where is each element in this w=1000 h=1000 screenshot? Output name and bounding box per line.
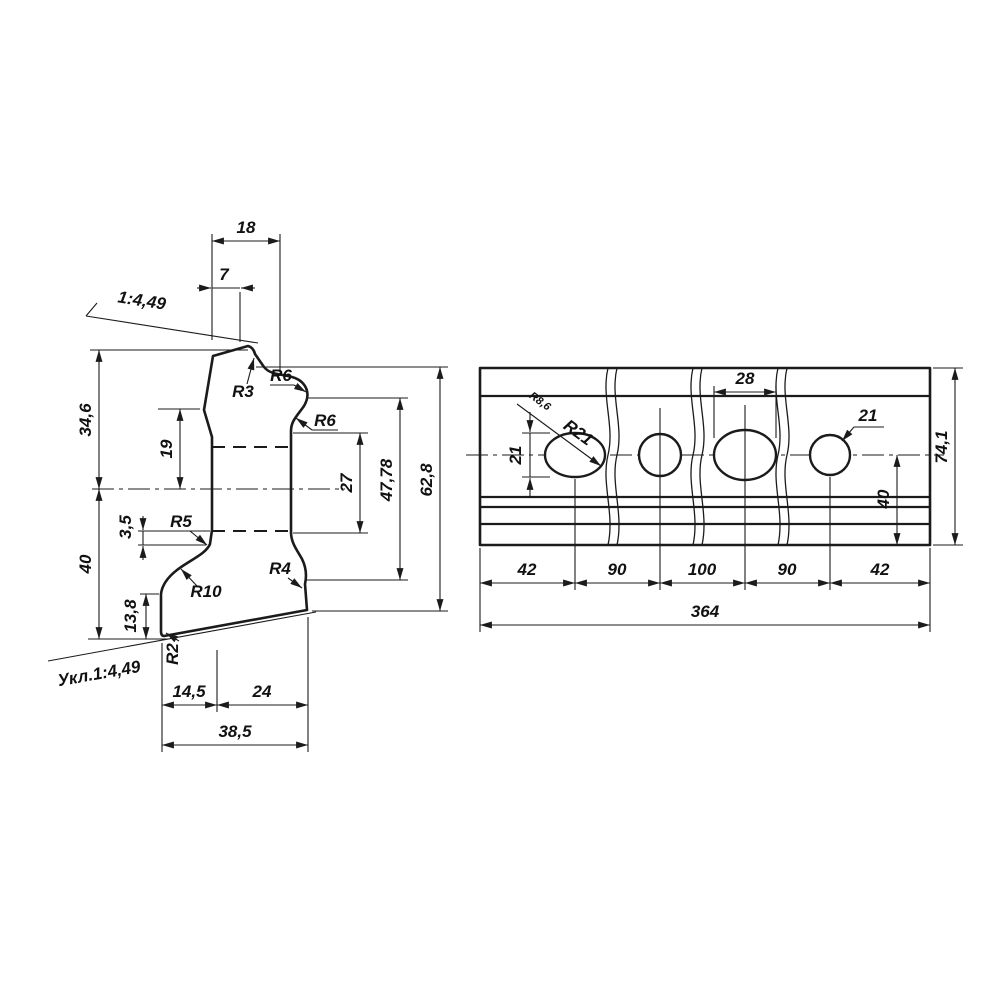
bottom-slope-line [47,611,317,662]
profile-shape [159,344,309,638]
dim-90-left-label: 90 [608,560,627,579]
radius-r5-label: R5 [170,512,192,531]
dim-13-8-label: 13,8 [121,599,140,633]
dim-100-label: 100 [688,560,717,579]
dim-42-left-label: 42 [517,560,537,579]
dim-47-78-label: 47,78 [377,458,396,502]
radius-r4-label: R4 [269,559,291,578]
leader-lines [516,403,884,467]
dim-27-label: 27 [337,472,356,493]
dim-3-5-label: 3,5 [116,515,135,539]
radius-r6-upper-label: R6 [270,366,292,385]
side-view-body [478,366,932,547]
dim-7-label: 7 [219,265,230,284]
dim-21-left-label: 21 [506,446,525,466]
top-slope-label: 1:4,49 [117,287,168,313]
slope-lines [47,302,317,662]
extension-lines [479,367,963,632]
dim-62-8-label: 62,8 [417,463,436,497]
dim-21-right-label: 21 [858,406,878,425]
bottom-slope-label: Укл.1:4,49 [56,657,142,690]
dim-14-5-label: 14,5 [172,682,206,701]
dimension-lines [480,368,959,629]
cross-section-view: 18 7 1:4,49 34,6 19 40 3,5 13,8 R3 R6 R6… [47,218,448,752]
r21-leader [516,403,602,467]
left-view-labels: 18 7 1:4,49 34,6 19 40 3,5 13,8 R3 R6 R6… [56,218,436,741]
extension-lines [88,234,448,752]
dia21-leader [841,426,855,442]
dim-19-label: 19 [157,439,176,458]
radius-r8-6-label: R8,6 [527,390,554,414]
body-outline [478,366,932,547]
dim-42-right-label: 42 [870,560,890,579]
radius-r6-lower-label: R6 [314,411,336,430]
profile-outline [159,344,309,638]
dim-40-label: 40 [76,554,95,574]
top-slope-tick [85,302,98,317]
dim-90-right-label: 90 [778,560,797,579]
leader-lines [165,357,338,643]
top-slope-line [85,315,259,344]
dim-38-5-label: 38,5 [218,722,252,741]
radius-r3-label: R3 [232,382,254,401]
dim-34-6-label: 34,6 [76,403,95,437]
dim-74-1-label: 74,1 [932,430,951,463]
dim-364-label: 364 [691,602,720,621]
dim-18-label: 18 [237,218,256,237]
round-hole-4 [808,433,852,477]
dim-40-right-label: 40 [874,489,893,509]
dim-24-label: 24 [252,682,272,701]
dim-28-label: 28 [735,369,755,388]
side-view: 28 21 R21 R8,6 21 74,1 40 42 90 100 90 4… [466,366,963,632]
radius-r10-label: R10 [190,582,222,601]
dimension-lines [95,237,444,749]
radius-r2-label: R2 [163,643,182,665]
